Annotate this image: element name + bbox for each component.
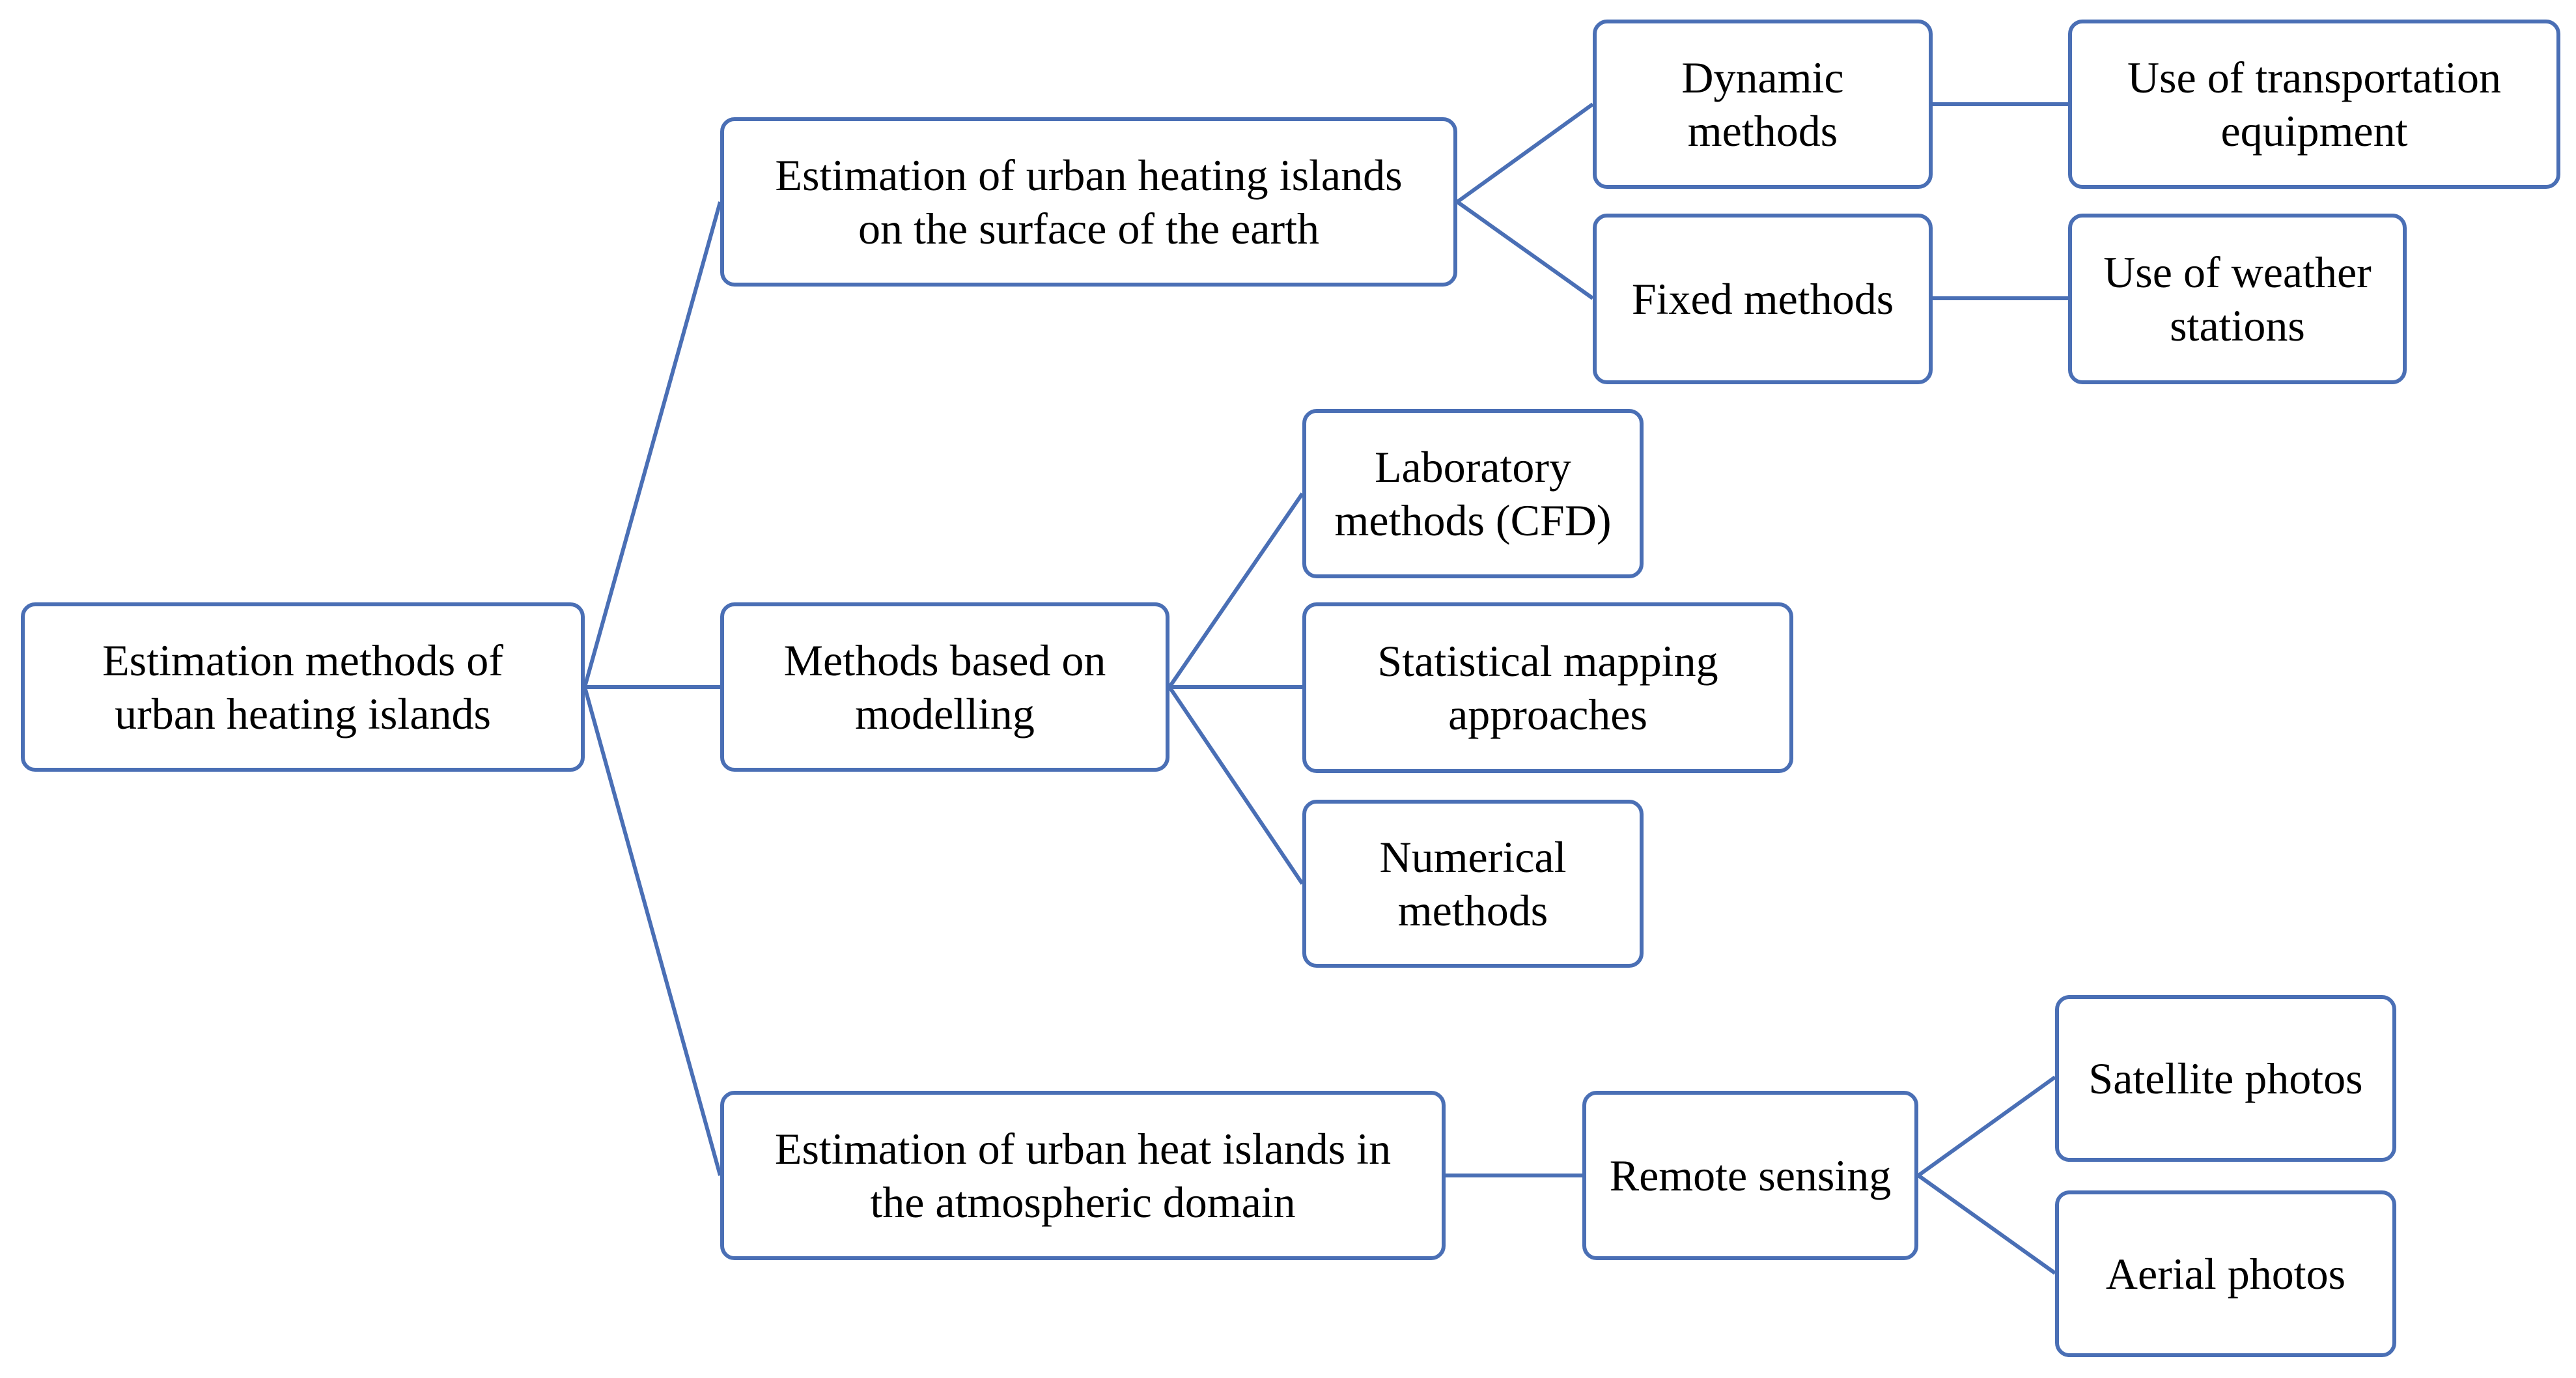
- node-atmospheric-label: Estimation of urban heat islands in the …: [774, 1124, 1392, 1227]
- node-remote-label: Remote sensing: [1609, 1151, 1892, 1200]
- connector-remote-aerial: [1917, 1174, 2056, 1275]
- connector-surface-dynamic: [1456, 102, 1594, 204]
- node-numerical: Numerical methods: [1302, 800, 1644, 968]
- node-transport-label: Use of transportation equipment: [2127, 53, 2502, 156]
- node-laboratory: Laboratory methods (CFD): [1302, 409, 1644, 578]
- node-fixed: Fixed methods: [1593, 214, 1933, 384]
- node-laboratory-label: Laboratory methods (CFD): [1334, 442, 1612, 545]
- connector-modelling-numerical: [1168, 686, 1304, 885]
- node-modelling-label: Methods based on modelling: [783, 636, 1106, 738]
- node-transport: Use of transportation equipment: [2068, 20, 2560, 189]
- node-surface-label: Estimation of urban heating islands on t…: [775, 150, 1403, 253]
- node-statistical: Statistical mapping approaches: [1302, 602, 1793, 773]
- connector-root-surface: [583, 201, 722, 688]
- node-satellite: Satellite photos: [2055, 995, 2396, 1162]
- node-modelling: Methods based on modelling: [720, 602, 1169, 772]
- node-surface: Estimation of urban heating islands on t…: [720, 117, 1457, 287]
- node-dynamic-label: Dynamic methods: [1681, 53, 1844, 156]
- node-numerical-label: Numerical methods: [1379, 832, 1567, 935]
- node-aerial: Aerial photos: [2055, 1190, 2396, 1357]
- node-atmospheric: Estimation of urban heat islands in the …: [720, 1091, 1446, 1260]
- connector-remote-satellite: [1917, 1075, 2056, 1177]
- node-remote: Remote sensing: [1582, 1091, 1918, 1260]
- connector-surface-fixed: [1456, 200, 1594, 300]
- node-aerial-label: Aerial photos: [2105, 1249, 2346, 1299]
- node-weather-label: Use of weather stations: [2103, 247, 2372, 350]
- connector-modelling-laboratory: [1168, 492, 1304, 688]
- node-root-label: Estimation methods of urban heating isla…: [102, 636, 503, 738]
- node-root: Estimation methods of urban heating isla…: [21, 602, 585, 772]
- connector-root-atmospheric: [583, 686, 722, 1176]
- node-weather: Use of weather stations: [2068, 214, 2407, 384]
- node-fixed-label: Fixed methods: [1631, 274, 1894, 324]
- node-dynamic: Dynamic methods: [1593, 20, 1933, 189]
- node-statistical-label: Statistical mapping approaches: [1377, 636, 1718, 739]
- node-satellite-label: Satellite photos: [2088, 1054, 2363, 1103]
